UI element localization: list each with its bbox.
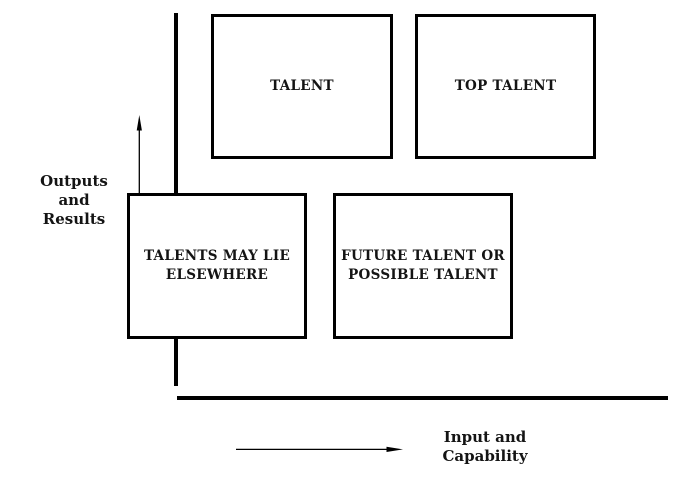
right-arrow-icon xyxy=(236,446,403,452)
y-axis-line-lower xyxy=(174,339,178,386)
quadrant-label-line: TOP TALENT xyxy=(454,78,557,94)
quadrant-talent: TALENT xyxy=(211,14,393,159)
quadrant-top-talent-label: TOP TALENT xyxy=(455,77,557,96)
y-axis-label-line: and xyxy=(58,191,90,209)
quadrant-future-talent-label: FUTURE TALENT OR POSSIBLE TALENT xyxy=(341,247,505,285)
up-arrow-icon xyxy=(136,115,142,193)
quadrant-talents-may-lie-elsewhere-label: TALENTS MAY LIE ELSEWHERE xyxy=(144,247,290,285)
quadrant-label-line: ELSEWHERE xyxy=(165,267,269,283)
x-axis-label: Input and Capability xyxy=(435,428,535,466)
quadrant-talent-label: TALENT xyxy=(270,77,334,96)
x-axis-label-line: Input and xyxy=(443,428,527,446)
x-axis-label-line: Capability xyxy=(442,447,528,465)
quadrant-label-line: TALENT xyxy=(270,78,334,94)
quadrant-label-line: POSSIBLE TALENT xyxy=(348,267,498,283)
y-axis-label-line: Outputs xyxy=(40,172,108,190)
x-axis-line xyxy=(177,396,668,400)
quadrant-future-talent: FUTURE TALENT OR POSSIBLE TALENT xyxy=(333,193,513,339)
quadrant-label-line: TALENTS MAY LIE xyxy=(143,248,291,264)
y-axis-line-upper xyxy=(174,13,178,193)
quadrant-top-talent: TOP TALENT xyxy=(415,14,596,159)
quadrant-label-line: FUTURE TALENT OR xyxy=(341,248,505,264)
y-axis-label: Outputs and Results xyxy=(24,172,124,229)
quadrant-talents-may-lie-elsewhere: TALENTS MAY LIE ELSEWHERE xyxy=(127,193,307,339)
y-axis-label-line: Results xyxy=(42,210,106,228)
